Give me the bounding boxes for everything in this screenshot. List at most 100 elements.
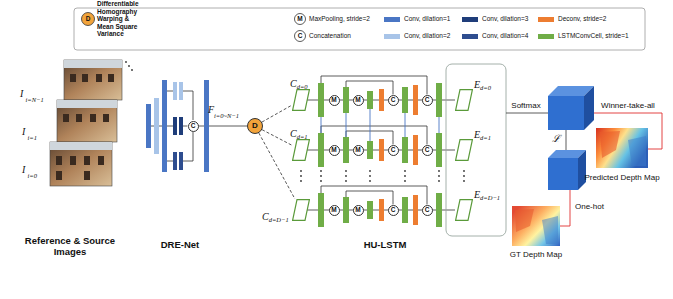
depth-patch — [542, 216, 558, 244]
volume-symbol: E — [474, 79, 480, 90]
output-group-frame — [446, 64, 506, 236]
image-subscript: i=1 — [28, 134, 37, 141]
legend-symbol-letter: M — [297, 16, 302, 23]
legend-frame — [74, 8, 645, 50]
operation-label: One-hot — [575, 202, 604, 211]
photo-window — [56, 156, 62, 165]
depth-patch — [600, 131, 620, 158]
volume-symbol: E — [474, 129, 480, 140]
wire — [506, 113, 548, 114]
feature-subscript: i=0~N−1 — [214, 112, 239, 119]
concat-circle: C — [422, 95, 433, 106]
concat-circle: C — [422, 145, 433, 156]
predicted-depth-map — [596, 128, 648, 168]
wire — [560, 190, 570, 226]
ellipsis-dot — [345, 170, 347, 172]
feature-symbol: F — [208, 104, 214, 116]
recurrent-wire — [321, 117, 322, 133]
legend-text: Conv, dilation=2 — [404, 32, 450, 39]
ellipsis-dot — [300, 170, 302, 172]
operator-letter: D — [252, 122, 258, 130]
legend-text: MaxPooling, stride=2 — [309, 15, 370, 22]
legend-symbol — [295, 14, 306, 25]
parallelogram-shape — [456, 140, 473, 161]
ellipsis-dot — [369, 175, 371, 177]
ellipsis-dot — [369, 170, 371, 172]
image-symbol: I — [22, 164, 25, 176]
deconv-layer — [413, 195, 418, 225]
ellipsis-dot — [463, 170, 465, 172]
operator-letter: M — [355, 97, 360, 104]
legend-swatch — [462, 17, 478, 22]
volume-symbol: E — [474, 189, 480, 200]
concat-circle: C — [388, 145, 399, 156]
maxpool-circle: M — [353, 205, 364, 216]
regularized-volume: Ed=0 — [455, 89, 473, 111]
volume-label: Ed=D−1 — [474, 185, 500, 201]
lstm-cell — [436, 193, 442, 227]
depth-patch — [515, 209, 534, 232]
volume-subscript: d=0 — [480, 84, 491, 91]
ellipsis-dot — [438, 180, 440, 182]
recurrent-wire — [439, 117, 440, 133]
lstm-cell — [367, 91, 373, 109]
lstm-cell — [343, 197, 349, 223]
lstm-cell — [402, 87, 408, 113]
conv-layer — [146, 104, 151, 148]
concat-circle: C — [388, 95, 399, 106]
operator-letter: C — [425, 147, 430, 154]
skip-wire — [321, 126, 427, 145]
ellipsis-dot — [404, 170, 406, 172]
section-title: HU-LSTM — [364, 240, 407, 251]
operator-letter: C — [191, 123, 196, 130]
probability-volume — [548, 96, 584, 130]
photo — [50, 142, 112, 186]
volume-label: Ed=1 — [474, 125, 491, 141]
parallelogram-outline — [455, 199, 473, 221]
ellipsis-dot — [345, 175, 347, 177]
maxpool-circle: M — [329, 95, 340, 106]
operator-letter: C — [391, 207, 396, 214]
parallelogram-shape — [456, 90, 473, 111]
lstm-cell — [318, 193, 324, 227]
legend-text: LSTMConvCell, stride=1 — [558, 32, 629, 39]
photo-window — [84, 171, 90, 180]
ellipsis-dot — [438, 175, 440, 177]
deconv-layer — [379, 89, 384, 111]
deconv-layer — [413, 135, 418, 165]
legend-text: Concatenation — [309, 32, 351, 39]
depth-patch — [628, 136, 646, 166]
photo-window — [56, 171, 62, 180]
legend-symbol-letter: C — [298, 33, 303, 40]
parallelogram-shape — [456, 200, 473, 221]
photo-window — [82, 74, 88, 82]
ellipsis-dot — [404, 175, 406, 177]
ellipsis-dot — [128, 65, 130, 67]
volume-label: Cd=D−1 — [262, 207, 289, 223]
lstm-cell — [402, 137, 408, 163]
legend-swatch — [384, 17, 400, 22]
operator-letter: M — [331, 97, 336, 104]
photo-sky — [50, 142, 112, 150]
photo-window — [76, 114, 82, 122]
image-symbol: I — [20, 88, 23, 100]
volume-symbol: C — [262, 211, 269, 222]
legend-swatch — [384, 34, 400, 39]
legend-swatch — [462, 34, 478, 39]
conv-layer — [179, 152, 183, 170]
ellipsis-dot — [320, 175, 322, 177]
dashed-connector — [262, 105, 292, 122]
photo-window — [103, 114, 109, 122]
warping-circle: D — [247, 118, 263, 134]
wire — [566, 130, 567, 150]
ellipsis-dot — [131, 69, 133, 71]
section-title: DRE-Net — [161, 240, 200, 251]
recurrent-wire — [346, 113, 347, 137]
ellipsis-dot — [320, 170, 322, 172]
maxpool-circle: M — [329, 145, 340, 156]
maxpool-circle: M — [353, 95, 364, 106]
parallelogram-shape — [293, 200, 310, 221]
conv-layer — [179, 117, 183, 135]
volume-subscript: d=1 — [480, 134, 491, 141]
